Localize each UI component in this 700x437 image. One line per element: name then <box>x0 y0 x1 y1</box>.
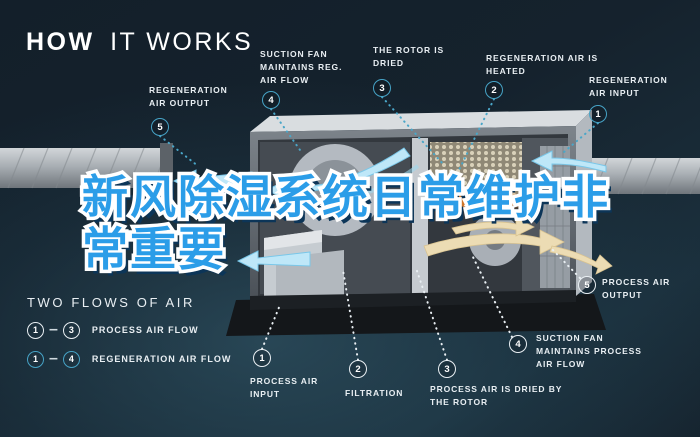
legend-badge-process-from: 1 <box>27 321 44 339</box>
callout-label-suction-fan-reg: SUCTION FAN MAINTAINS REG. AIR FLOW <box>260 49 343 86</box>
chinese-headline: 新风除湿系统日常维护非 常重要 新风除湿系统日常维护非 常重要 <box>79 168 642 327</box>
callout-label-process-air-dried: PROCESS AIR IS DRIED BY THE ROTOR <box>430 384 563 408</box>
callout-label-process-air-output: PROCESS AIR OUTPUT <box>602 277 671 301</box>
callout-label-regeneration-air-output: REGENERATION AIR OUTPUT <box>149 85 228 109</box>
callout-label-rotor-is-dried: THE ROTOR IS DRIED <box>373 45 445 69</box>
callout-label-suction-fan-process: SUCTION FAN MAINTAINS PROCESS AIR FLOW <box>536 333 642 370</box>
legend-badge-regeneration-from: 1 <box>27 350 44 368</box>
legend-separator: – <box>49 350 58 367</box>
page-title-bold: HOW <box>26 28 95 56</box>
heater-glow <box>426 193 530 209</box>
badge-regeneration-air-heated: 2 <box>485 81 503 99</box>
legend-label-regeneration: REGENERATION AIR FLOW <box>91 354 232 364</box>
page-title-light: IT WORKS <box>110 28 254 56</box>
badge-process-air-dried: 3 <box>438 360 456 378</box>
legend-row-regeneration: 1 – 4 REGENERATION AIR FLOW <box>27 350 231 368</box>
callout-label-regeneration-air-heated: REGENERATION AIR IS HEATED <box>486 53 599 77</box>
legend-heading: TWO FLOWS OF AIR <box>27 295 195 310</box>
badge-regeneration-air-output: 5 <box>151 118 169 136</box>
chinese-headline-fill: 新风除湿系统日常维护非 常重要 <box>82 171 610 275</box>
badge-suction-fan-reg: 4 <box>262 91 280 109</box>
badge-suction-fan-process: 4 <box>509 335 527 353</box>
legend-row-process: 1 – 3 PROCESS AIR FLOW <box>27 321 231 339</box>
badge-filtration: 2 <box>349 360 367 378</box>
legend-badge-regeneration-to: 4 <box>62 350 80 368</box>
chinese-headline-outline: 新风除湿系统日常维护非 常重要 <box>79 168 612 278</box>
legend-badge-process-to: 3 <box>62 321 80 339</box>
callout-label-regeneration-air-input: REGENERATION AIR INPUT <box>589 75 668 99</box>
badge-rotor-is-dried: 3 <box>373 79 391 97</box>
legend: TWO FLOWS OF AIR 1 – 3 PROCESS AIR FLOW … <box>27 295 231 368</box>
leader-lines <box>159 96 599 361</box>
callout-label-process-air-input: PROCESS AIR INPUT <box>250 376 319 400</box>
left-duct <box>0 143 173 193</box>
tan-airflow-arrows <box>423 217 613 275</box>
page-title: HOW IT WORKS <box>26 28 253 57</box>
callout-label-filtration: FILTRATION <box>345 388 404 398</box>
legend-separator: – <box>49 321 58 338</box>
legend-label-process: PROCESS AIR FLOW <box>91 325 199 335</box>
badge-process-air-output: 5 <box>578 276 596 294</box>
badge-process-air-input: 1 <box>253 349 271 367</box>
dehumidifier-unit <box>226 110 606 336</box>
blue-airflow-arrows <box>172 147 607 272</box>
badge-regeneration-air-input: 1 <box>589 105 607 123</box>
